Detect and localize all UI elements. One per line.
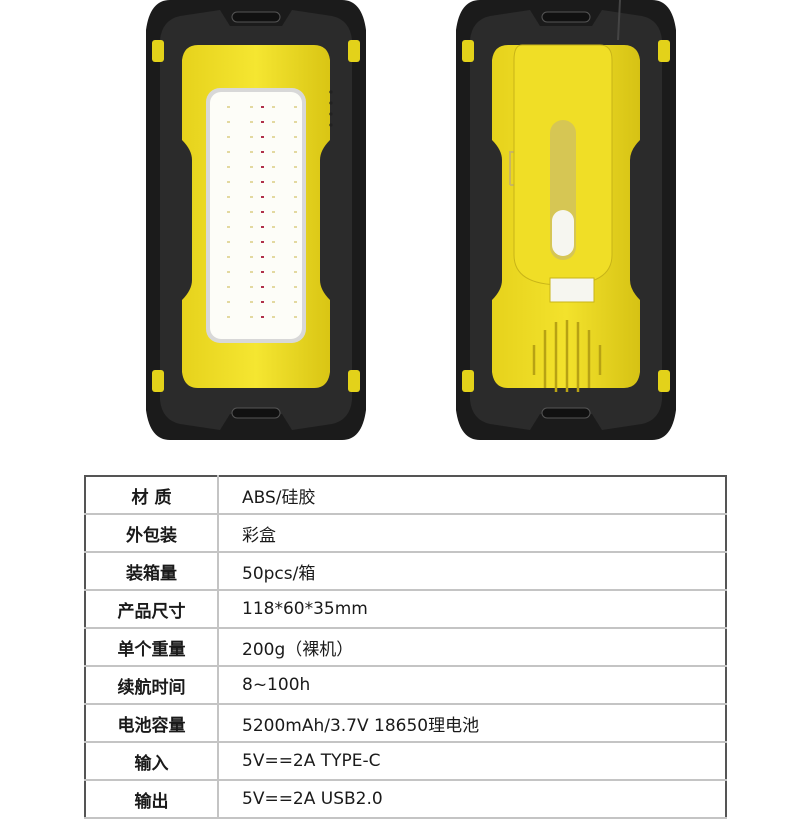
table-row: 续航时间 8~100h — [85, 666, 726, 705]
spec-label-runtime: 续航时间 — [85, 666, 219, 705]
spec-value-carton-qty: 50pcs/箱 — [218, 552, 726, 591]
product-front-image — [140, 0, 372, 440]
spec-label-battery: 电池容量 — [85, 704, 219, 743]
spec-value-runtime: 8~100h — [218, 666, 726, 705]
spec-label-input: 输入 — [85, 742, 219, 781]
table-row: 输出 5V==2A USB2.0 — [85, 780, 726, 819]
worklight-back-icon — [456, 0, 676, 440]
table-row: 电池容量 5200mAh/3.7V 18650理电池 — [85, 704, 726, 743]
spec-label-carton-qty: 装箱量 — [85, 552, 219, 591]
spec-value-dimensions: 118*60*35mm — [218, 590, 726, 629]
spec-label-output: 输出 — [85, 780, 219, 819]
spec-label-weight: 单个重量 — [85, 628, 219, 667]
spec-label-packaging: 外包装 — [85, 514, 219, 553]
table-row: 装箱量 50pcs/箱 — [85, 552, 726, 591]
spec-value-packaging: 彩盒 — [218, 514, 726, 553]
table-row: 产品尺寸 118*60*35mm — [85, 590, 726, 629]
spec-value-input: 5V==2A TYPE-C — [218, 742, 726, 781]
worklight-front-icon — [146, 0, 366, 440]
spec-label-dimensions: 产品尺寸 — [85, 590, 219, 629]
product-back-image — [450, 0, 682, 440]
table-row: 材 质 ABS/硅胶 — [85, 476, 726, 515]
table-row: 外包装 彩盒 — [85, 514, 726, 553]
spec-value-output: 5V==2A USB2.0 — [218, 780, 726, 819]
spec-label-material: 材 质 — [85, 476, 219, 515]
table-row: 输入 5V==2A TYPE-C — [85, 742, 726, 781]
spec-value-weight: 200g（裸机） — [218, 628, 726, 667]
spec-value-battery: 5200mAh/3.7V 18650理电池 — [218, 704, 726, 743]
table-row: 单个重量 200g（裸机） — [85, 628, 726, 667]
spec-value-material: ABS/硅胶 — [218, 476, 726, 515]
spec-table: 材 质 ABS/硅胶 外包装 彩盒 装箱量 50pcs/箱 产品尺寸 118*6… — [84, 475, 727, 819]
